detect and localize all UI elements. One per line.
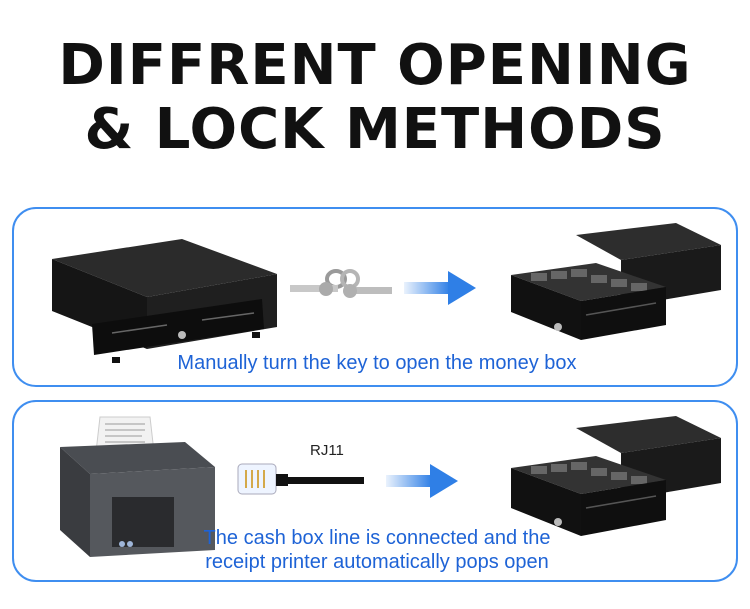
open-cash-drawer-icon — [511, 416, 721, 536]
closed-cash-drawer-icon — [52, 239, 277, 363]
page-title: DIFFRENT OPENING & LOCK METHODS — [0, 34, 750, 162]
printer-caption-line-2: receipt printer automatically pops open — [205, 551, 549, 573]
manual-key-panel: Manually turn the key to open the money … — [12, 207, 738, 387]
receipt-printer-icon — [60, 416, 215, 557]
arrow-right-icon — [386, 464, 458, 498]
rj11-label: RJ11 — [310, 442, 344, 459]
title-line-1: DIFFRENT OPENING — [58, 33, 692, 98]
title-line-2: & LOCK METHODS — [84, 97, 666, 162]
arrow-right-icon — [404, 271, 476, 305]
printer-caption-line-1: The cash box line is connected and the — [203, 527, 551, 549]
manual-key-caption: Manually turn the key to open the money … — [177, 352, 577, 374]
rj11-connector-icon — [237, 463, 364, 495]
printer-rj11-panel: RJ11 The cash box line is connected and — [12, 400, 738, 582]
keys-icon — [290, 269, 392, 298]
printer-caption: The cash box line is connected and the r… — [14, 526, 740, 574]
open-cash-drawer-icon — [511, 223, 721, 340]
